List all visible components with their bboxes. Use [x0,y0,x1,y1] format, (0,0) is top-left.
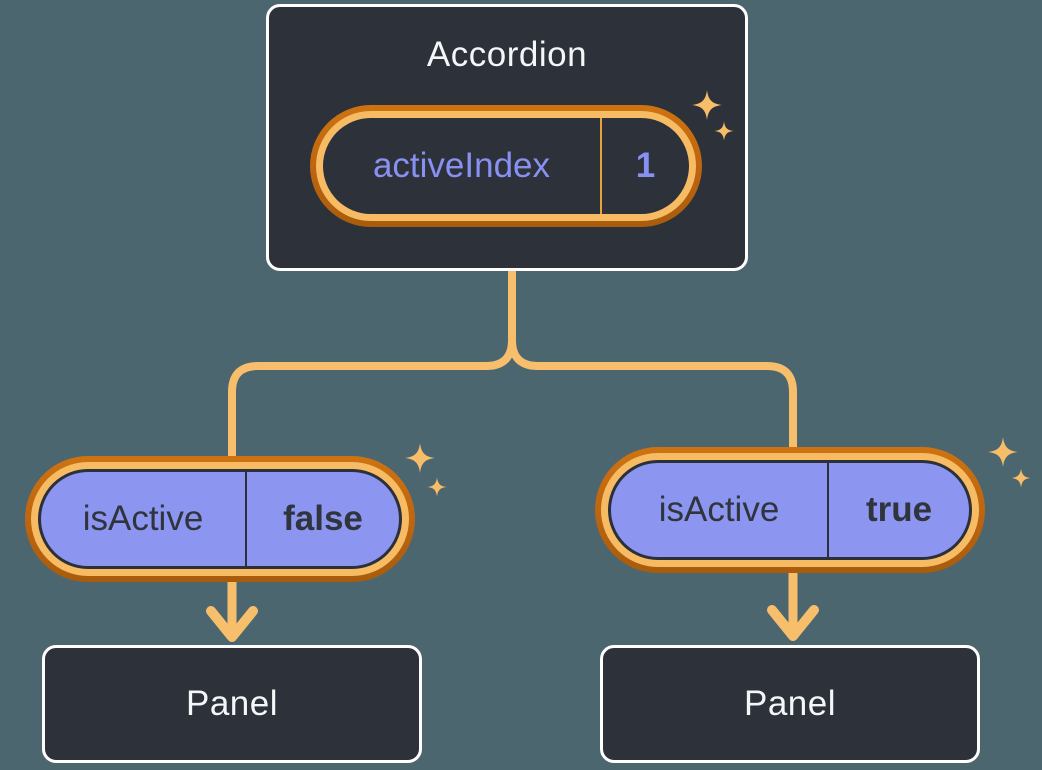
accordion-title: Accordion [426,35,588,74]
state-pill-body: activeIndex 1 [323,118,689,214]
right-pill-body: isActive true [608,460,972,560]
right-pill-glow-ring: isActive true [601,453,979,567]
arrow-left-head-icon [206,606,258,642]
state-value-cell: 1 [602,118,689,214]
connector-root-to-right [508,270,797,452]
right-panel-box: Panel [600,645,980,763]
left-panel-box: Panel [42,645,422,763]
state-name-cell: activeIndex [323,118,600,214]
prop-pill-isactive-true: isActive true [595,447,985,573]
sparkle-icon-right-pill [988,437,1031,488]
left-pill-body: isActive false [38,469,402,569]
right-pill-divider [827,463,829,557]
sparkle-icon-left-pill [405,443,447,497]
right-prop-value-cell: true [829,463,969,557]
right-panel-title: Panel [743,684,837,723]
left-prop-name-cell: isActive [41,472,245,566]
right-prop-name-label: isActive [658,490,780,529]
arrow-right-head-icon [767,605,819,641]
left-prop-name-label: isActive [82,499,204,538]
left-prop-value-label: false [283,499,363,538]
left-prop-value-cell: false [247,472,399,566]
left-panel-title: Panel [185,684,279,723]
state-pill-activeindex: activeIndex 1 [310,105,702,227]
state-name-label: activeIndex [372,146,551,185]
connector-root-to-left [228,270,516,460]
left-pill-glow-ring: isActive false [31,462,409,576]
left-pill-divider [245,472,247,566]
prop-pill-isactive-false: isActive false [25,456,415,582]
state-value-label: 1 [635,146,656,185]
state-pill-glow-ring: activeIndex 1 [316,111,696,221]
right-prop-value-label: true [865,490,933,529]
state-pill-divider [600,118,602,214]
right-prop-name-cell: isActive [611,463,827,557]
